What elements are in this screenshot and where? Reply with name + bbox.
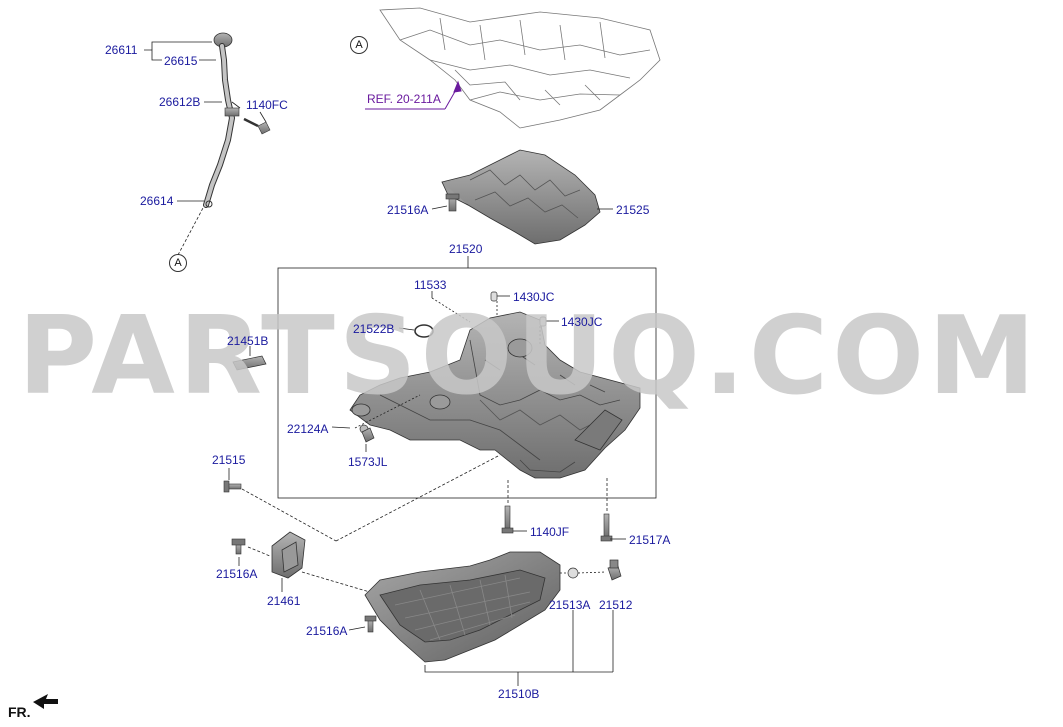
part-label-1573jl[interactable]: 1573JL — [348, 455, 388, 469]
dipstick-assembly — [203, 32, 271, 208]
part-label-21510b[interactable]: 21510B — [498, 687, 540, 701]
lower-oil-pan — [364, 551, 561, 663]
part-label-21516a-lower[interactable]: 21516A — [306, 624, 348, 638]
part-label-21522b[interactable]: 21522B — [353, 322, 395, 336]
part-label-21515[interactable]: 21515 — [212, 453, 246, 467]
drain-parts — [567, 559, 622, 581]
part-label-21512[interactable]: 21512 — [599, 598, 633, 612]
part-label-22124a[interactable]: 22124A — [287, 422, 329, 436]
lower-pan-leaders — [424, 571, 614, 686]
bolt-leaders — [228, 454, 626, 631]
part-label-21461[interactable]: 21461 — [267, 594, 301, 608]
part-label-21517a[interactable]: 21517A — [629, 533, 671, 547]
circle-marker-a-top: A — [350, 36, 368, 54]
upper-pan-leaders — [249, 291, 559, 452]
baffle-leaders — [431, 205, 613, 210]
strainer-cover — [271, 531, 306, 579]
part-label-26615[interactable]: 26615 — [164, 54, 198, 68]
circle-marker-a-bottom: A — [169, 254, 187, 272]
part-label-21520[interactable]: 21520 — [449, 242, 483, 256]
dipstick-leaders — [144, 41, 267, 256]
upper-oil-pan — [349, 311, 641, 479]
part-label-21451b[interactable]: 21451B — [227, 334, 269, 348]
part-label-1140jf[interactable]: 1140JF — [530, 525, 570, 539]
part-label-21525[interactable]: 21525 — [616, 203, 650, 217]
part-label-21516a-upper[interactable]: 21516A — [387, 203, 429, 217]
orientation-label: FR. — [8, 704, 31, 720]
ref-arrow — [365, 80, 462, 110]
bolt-21516a-upper — [445, 193, 460, 212]
part-label-11533[interactable]: 11533 — [414, 278, 447, 292]
part-label-26611[interactable]: 26611 — [105, 43, 138, 57]
part-label-1430jc-a[interactable]: 1430JC — [513, 290, 555, 304]
lower-bolts — [223, 480, 613, 633]
upper-oil-pan-group-box — [277, 256, 657, 499]
engine-block-outline — [379, 7, 661, 129]
front-arrow — [33, 694, 58, 709]
ref-label[interactable]: REF. 20-211A — [367, 92, 441, 106]
part-label-21516a-left[interactable]: 21516A — [216, 567, 258, 581]
part-label-1140fc[interactable]: 1140FC — [246, 98, 288, 112]
part-label-26612b[interactable]: 26612B — [159, 95, 201, 109]
part-label-1430jc-b[interactable]: 1430JC — [561, 315, 603, 329]
part-label-26614[interactable]: 26614 — [140, 194, 174, 208]
part-label-21513a[interactable]: 21513A — [549, 598, 591, 612]
baffle-plate — [441, 149, 601, 245]
small-parts — [232, 291, 547, 443]
